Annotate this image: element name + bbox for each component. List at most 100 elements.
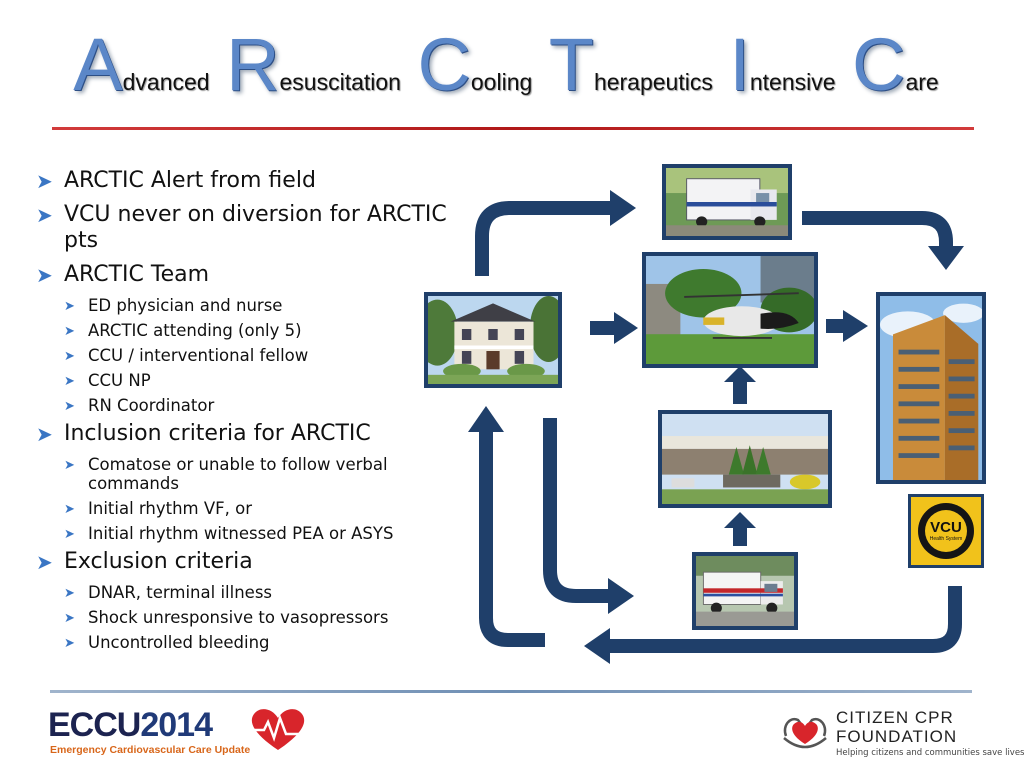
flow-arrow-icon [475,201,610,276]
title-initial-i: I [729,23,750,106]
vcu-badge-text: VCU [930,519,962,536]
sub-bullet-item: ➤ ARCTIC attending (only 5) [36,321,476,340]
arrowhead-bullet-icon: ➤ [64,324,75,339]
citizen-cpr-logo: CITIZEN CPR FOUNDATION Helping citizens … [780,704,1024,760]
sub-bullet-text: Initial rhythm witnessed PEA or ASYS [88,524,394,543]
sub-bullet-item: ➤ Initial rhythm VF, or [36,499,476,518]
hands-heart-icon [783,717,827,749]
sub-bullet-text: Initial rhythm VF, or [88,499,253,518]
cpr-line-1: CITIZEN CPR [836,708,954,727]
eccu-wordmark: ECCU2014 [48,706,213,745]
arrowhead-icon [724,512,756,528]
arrowhead-bullet-icon: ➤ [64,399,75,414]
title-initial-c2: C [852,23,906,106]
arrowhead-bullet-icon: ➤ [64,349,75,364]
sub-bullet-text: ARCTIC attending (only 5) [88,321,302,340]
arrowhead-icon [843,310,868,342]
arrowhead-icon [468,406,504,432]
arrowhead-bullet-icon: ➤ [64,611,75,626]
arrowhead-bullet-icon: ➤ [64,299,75,314]
title-word-advanced: dvanced [122,69,210,95]
flow-arrow-icon [610,586,962,653]
arrowhead-bullet-icon: ➤ [36,263,53,287]
sub-bullet-text: Comatose or unable to follow verbal comm… [88,455,388,493]
bullet-list: ➤ ARCTIC Alert from field ➤ VCU never on d… [36,168,476,658]
title-divider [52,127,974,130]
sub-bullet-item: ➤ CCU / interventional fellow [36,346,476,365]
house-photo [424,292,562,388]
sub-bullet-text: Shock unresponsive to vasopressors [88,608,389,627]
arrowhead-bullet-icon: ➤ [64,374,75,389]
arrowhead-bullet-icon: ➤ [36,422,53,446]
footer-divider [50,690,972,693]
slide-title: Advanced Resuscitation Cooling Therapeut… [0,28,1024,102]
arrowhead-bullet-icon: ➤ [64,636,75,651]
arrowhead-bullet-icon: ➤ [36,169,53,193]
sub-bullet-item: ➤ Shock unresponsive to vasopressors [36,608,476,627]
arrowhead-icon [608,578,634,614]
arrowhead-bullet-icon: ➤ [36,550,53,574]
cpr-line-2: FOUNDATION [836,727,958,746]
bullet-text: VCU never on diversion for ARCTIC pts [64,202,447,253]
bullet-text: ARCTIC Team [64,262,210,287]
sub-bullet-text: RN Coordinator [88,396,215,415]
title-initial-a: A [73,23,123,106]
sub-bullet-text: Uncontrolled bleeding [88,633,270,652]
title-word-cooling: ooling [470,69,533,95]
sub-bullet-item: ➤ DNAR, terminal illness [36,583,476,602]
cpr-wordmark: CITIZEN CPR FOUNDATION [836,708,957,746]
sub-bullet-item: ➤ CCU NP [36,371,476,390]
bullet-text: ARCTIC Alert from field [64,168,316,193]
heart-icon [250,709,306,750]
sub-bullet-item: ➤ Comatose or unable to follow verbal com… [36,455,476,493]
flow-arrow-icon [479,430,545,647]
arrowhead-icon [614,312,638,344]
eccu-logo: ECCU2014 Emergency Cardiovascular Care U… [48,706,338,758]
flow-arrow-icon [543,418,610,603]
community-hospital-photo [658,410,832,508]
bullet-text: Inclusion criteria for ARCTIC [64,421,371,446]
ambulance-photo-top [662,164,792,240]
eccu-word: ECCU [48,706,141,744]
bullet-text: Exclusion criteria [64,549,253,574]
helicopter-photo [642,252,818,368]
bullet-item: ➤ VCU never on diversion for ARCTIC pts [36,202,476,254]
sub-bullet-item: ➤ RN Coordinator [36,396,476,415]
title-initial-r: R [226,23,280,106]
arrowhead-icon [610,190,636,226]
arrowhead-icon [724,366,756,382]
title-initial-c: C [417,23,471,106]
cpr-tagline: Helping citizens and communities save li… [836,748,1024,758]
bullet-item: ➤ Inclusion criteria for ARCTIC [36,421,476,447]
arrowhead-icon [584,628,610,664]
vcu-badge-subtext: Health System [929,536,963,542]
arrowhead-bullet-icon: ➤ [36,203,53,227]
flow-arrow-icon [802,211,953,249]
title-word-intensive: ntensive [749,69,836,95]
vcu-badge: VCU Health System [908,494,984,568]
sub-bullet-item: ➤ Initial rhythm witnessed PEA or ASYS [36,524,476,543]
ambulance-photo-bottom [692,552,798,630]
arrowhead-bullet-icon: ➤ [64,586,75,601]
bullet-item: ➤ Exclusion criteria [36,549,476,575]
title-word-care: are [905,69,939,95]
sub-bullet-text: ED physician and nurse [88,296,283,315]
arrowhead-bullet-icon: ➤ [64,502,75,517]
bullet-item: ➤ ARCTIC Team [36,262,476,288]
arrowhead-bullet-icon: ➤ [64,527,75,542]
sub-bullet-item: ➤ ED physician and nurse [36,296,476,315]
vcu-hospital-photo [876,292,986,484]
sub-bullet-item: ➤ Uncontrolled bleeding [36,633,476,652]
title-initial-t: T [548,23,594,106]
arrowhead-bullet-icon: ➤ [64,458,75,473]
bullet-item: ➤ ARCTIC Alert from field [36,168,476,194]
eccu-tagline: Emergency Cardiovascular Care Update [50,744,251,756]
sub-bullet-text: DNAR, terminal illness [88,583,273,602]
sub-bullet-text: CCU NP [88,371,151,390]
eccu-year: 2014 [140,706,213,744]
arrowhead-icon [928,246,964,270]
sub-bullet-text: CCU / interventional fellow [88,346,309,365]
title-word-therapeutics: herapeutics [593,69,713,95]
title-word-resuscitation: esuscitation [279,69,401,95]
